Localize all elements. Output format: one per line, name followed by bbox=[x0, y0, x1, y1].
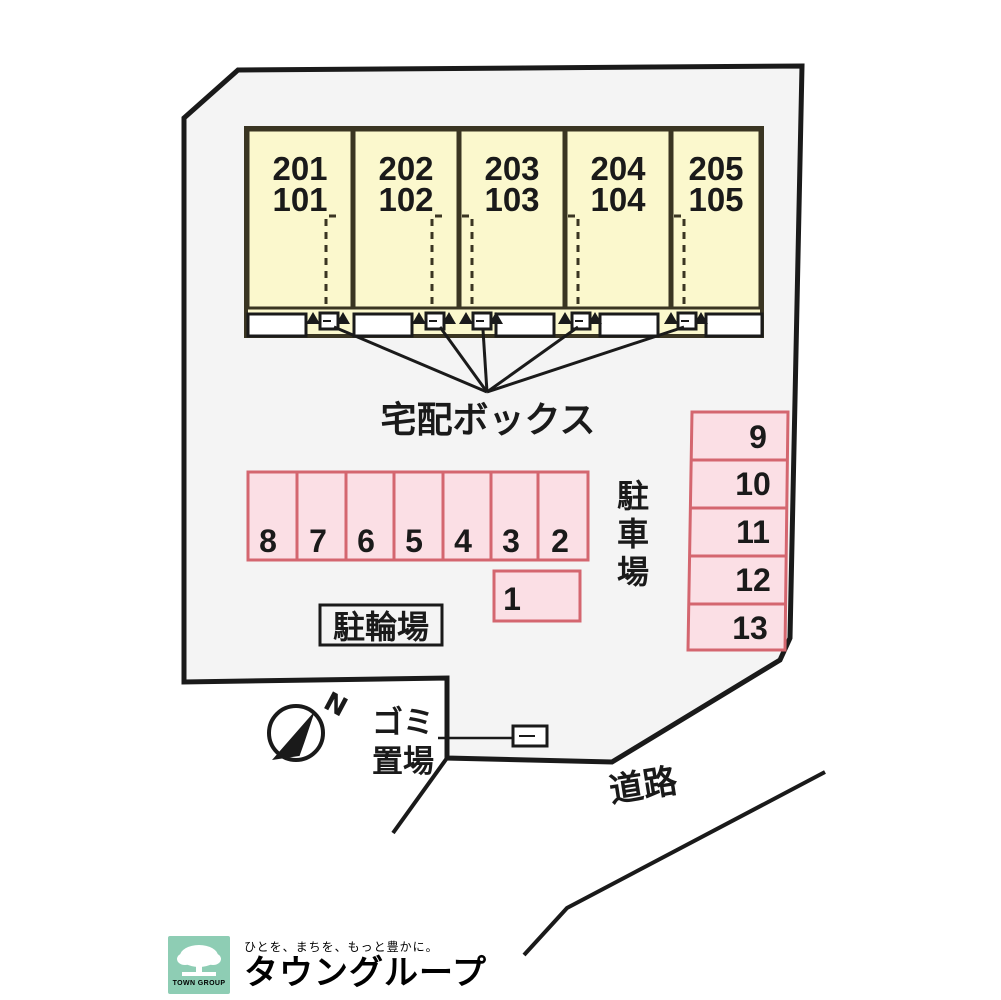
balcony-201 bbox=[246, 312, 308, 338]
compass-needle-dark bbox=[272, 712, 314, 760]
road-boundary-left bbox=[391, 756, 449, 835]
unit-205-upper-label: 205 bbox=[688, 150, 743, 187]
bicycle-stall-1[interactable]: 1 bbox=[503, 581, 521, 617]
bicycle-stall-6[interactable]: 6 bbox=[357, 523, 375, 559]
stair-triangle-icon bbox=[558, 312, 572, 324]
leader-line bbox=[333, 325, 488, 394]
unit-103-lower-label: 103 bbox=[484, 181, 539, 218]
car-parking-label-group: 駐 車 場 駐車場 bbox=[617, 477, 649, 591]
leader-line bbox=[438, 326, 489, 393]
unit-202-upper-label: 202 bbox=[378, 150, 433, 187]
brand-tagline: ひとを、まちを、もっと豊かに。 bbox=[244, 939, 439, 954]
compass-north-label: N bbox=[319, 687, 352, 724]
unit-205-105-area[interactable] bbox=[670, 128, 762, 310]
unit-202-partition bbox=[430, 214, 442, 308]
bicycle-parking-label-box bbox=[318, 603, 444, 647]
unit-104-lower-label: 104 bbox=[590, 181, 646, 218]
unit-205-partition bbox=[674, 214, 686, 308]
unit-102-lower-label: 102 bbox=[378, 181, 433, 218]
unit-201-101-area[interactable] bbox=[246, 128, 354, 310]
brand-logo-mark-caption: TOWN GROUP bbox=[172, 980, 226, 987]
unit-203-103-area[interactable] bbox=[458, 128, 566, 310]
car-stall-10[interactable]: 10 bbox=[735, 466, 771, 502]
car-parking-label-char-1: 駐 bbox=[617, 477, 649, 515]
compass-rose: N bbox=[267, 687, 352, 762]
car-stall-11[interactable]: 11 bbox=[736, 514, 770, 550]
tree-icon bbox=[177, 945, 221, 976]
unit-201-101[interactable]: 201 101 bbox=[246, 128, 354, 310]
delivery-box-icons bbox=[318, 311, 698, 331]
bicycle-row-outline bbox=[246, 470, 590, 562]
unit-204-104[interactable]: 204 104 bbox=[564, 128, 672, 310]
brand-logo: TOWN GROUP ひとを、まちを、もっと豊かに。 タウングループ bbox=[168, 936, 487, 994]
stair-triangle-icon bbox=[412, 312, 426, 324]
bicycle-stall-1-group[interactable]: 1 bbox=[492, 569, 582, 623]
unit-205-105[interactable]: 205 105 bbox=[670, 128, 762, 310]
compass-needle-light bbox=[298, 711, 315, 757]
balcony-202 bbox=[352, 312, 414, 338]
leader-line bbox=[481, 329, 489, 393]
garbage-area-group: ゴミ 置場 bbox=[372, 705, 549, 780]
unit-203-103[interactable]: 203 103 bbox=[458, 128, 566, 310]
bicycle-stall-1-area[interactable] bbox=[492, 569, 582, 623]
balcony-205 bbox=[704, 312, 764, 338]
unit-204-104-area[interactable] bbox=[564, 128, 672, 310]
leader-line bbox=[486, 325, 579, 394]
unit-201-upper-label: 201 bbox=[272, 150, 327, 187]
bicycle-parking-row: 8 7 6 5 4 3 2 bbox=[246, 470, 590, 562]
car-stall-13[interactable]: 13 bbox=[732, 610, 768, 646]
balcony-203 bbox=[494, 312, 556, 338]
delivery-box-leader-lines bbox=[333, 325, 685, 394]
car-parking-column: 9 10 11 12 13 bbox=[686, 410, 790, 652]
brand-logo-mark: TOWN GROUP bbox=[168, 936, 230, 994]
bicycle-stall-2[interactable]: 2 bbox=[551, 523, 569, 559]
unit-204-upper-label: 204 bbox=[590, 150, 646, 187]
stair-triangle-icon bbox=[664, 312, 678, 324]
bicycle-parking-label-group: 駐輪場 bbox=[318, 603, 444, 647]
unit-203-partition bbox=[462, 214, 474, 308]
road-area: 道路 bbox=[391, 756, 826, 957]
unit-105-lower-label: 105 bbox=[688, 181, 743, 218]
bicycle-stall-dividers bbox=[295, 472, 540, 560]
stair-triangle-markers bbox=[306, 312, 708, 324]
apartment-building: 201 101 202 102 203 103 bbox=[244, 126, 764, 394]
car-parking-column-outline bbox=[686, 410, 790, 652]
unit-203-upper-label: 203 bbox=[484, 150, 539, 187]
bicycle-stall-4[interactable]: 4 bbox=[454, 523, 472, 559]
stair-triangle-icon bbox=[459, 312, 473, 324]
unit-204-partition bbox=[568, 214, 580, 308]
car-parking-label-char-2: 車 bbox=[617, 515, 649, 553]
delivery-box-label: 宅配ボックス bbox=[381, 399, 596, 441]
brand-logo-text: ひとを、まちを、もっと豊かに。 タウングループ bbox=[244, 938, 487, 992]
bicycle-stall-5[interactable]: 5 bbox=[405, 523, 423, 559]
car-stall-12[interactable]: 12 bbox=[735, 562, 771, 598]
balcony-204 bbox=[598, 312, 660, 338]
brand-wordmark: タウングループ bbox=[244, 952, 487, 993]
unit-201-partition bbox=[324, 214, 336, 308]
unit-202-102[interactable]: 202 102 bbox=[352, 128, 460, 310]
car-stall-dividers bbox=[688, 458, 787, 606]
entrance-strip bbox=[246, 311, 764, 394]
road-far-edge bbox=[522, 770, 826, 957]
car-stall-9[interactable]: 9 bbox=[749, 419, 767, 455]
car-parking-label-char-3: 場 bbox=[617, 553, 649, 591]
leader-line bbox=[486, 325, 685, 394]
road-label: 道路 bbox=[607, 761, 681, 811]
bicycle-parking-label: 駐輪場 bbox=[333, 608, 429, 646]
bicycle-stall-8[interactable]: 8 bbox=[259, 523, 277, 559]
bicycle-stall-7[interactable]: 7 bbox=[309, 523, 327, 559]
stair-triangle-icon bbox=[306, 312, 320, 324]
garbage-area-label-line1: ゴミ bbox=[372, 705, 434, 741]
bicycle-stall-3[interactable]: 3 bbox=[502, 523, 520, 559]
garbage-area-label-line2: 置場 bbox=[372, 744, 434, 780]
unit-101-lower-label: 101 bbox=[272, 181, 327, 218]
unit-202-102-area[interactable] bbox=[352, 128, 460, 310]
